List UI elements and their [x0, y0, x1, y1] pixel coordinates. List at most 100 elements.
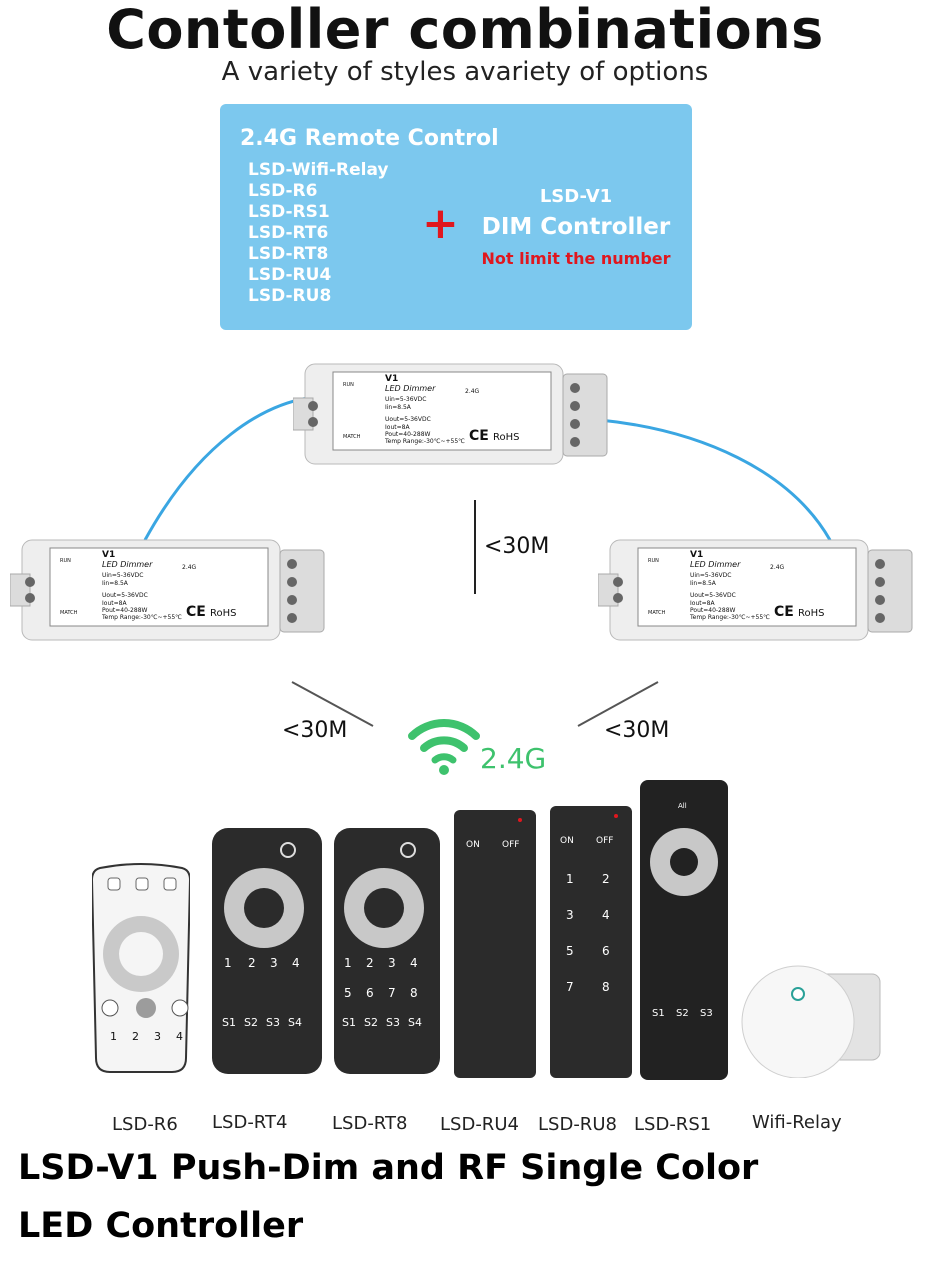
rt8-num-5[interactable]: 5: [344, 986, 352, 1000]
dimmer-controller-left: V1 LED Dimmer Uin=5-36VDC Iin=8.5A Uout=…: [9, 538, 332, 644]
link-line-right: [599, 418, 832, 541]
distance-label-right: <30M: [604, 718, 670, 743]
remote-model-list: LSD-Wifi-Relay LSD-R6 LSD-RS1 LSD-RT6 LS…: [248, 160, 389, 307]
ru4-on-button[interactable]: ON: [466, 840, 480, 850]
ru8-num-7[interactable]: 7: [566, 980, 574, 994]
remote-body: [640, 780, 728, 1080]
ru8-num-4[interactable]: 4: [602, 908, 610, 922]
rt8-num-3[interactable]: 3: [388, 956, 396, 970]
connection-diagram: [143, 396, 832, 727]
dimmer-pout: Pout=40-288W: [102, 607, 148, 614]
page-subtitle: A variety of styles avariety of options: [221, 57, 709, 87]
match-label: MATCH: [343, 434, 361, 440]
rt4-num-4[interactable]: 4: [292, 956, 300, 970]
rt4-scene-2[interactable]: S2: [244, 1016, 258, 1029]
distance-label-vertical: <30M: [484, 534, 550, 559]
rt8-num-6[interactable]: 6: [366, 986, 374, 1000]
rt8-num-4[interactable]: 4: [410, 956, 418, 970]
ru4-off-button[interactable]: OFF: [502, 840, 520, 850]
rs1-scene-3[interactable]: S3: [700, 1008, 713, 1019]
remote-body: [90, 863, 192, 1073]
r6-button-1[interactable]: 1: [110, 1030, 117, 1043]
match-label: MATCH: [60, 610, 78, 616]
remote-body: [454, 810, 536, 1078]
dimmer-iin: Iin=8.5A: [385, 404, 411, 411]
remote-lsd-ru4: ON OFF: [454, 810, 536, 1078]
ru8-num-8[interactable]: 8: [602, 980, 610, 994]
dimmer-controller-top: V1 LED Dimmer Uin=5-36VDC Iin=8.5A Uout=…: [292, 362, 615, 468]
dimmer-temp: Temp Range:-30℃~+55℃: [690, 614, 770, 621]
freq-mark: 2.4G: [182, 564, 197, 571]
ru8-num-6[interactable]: 6: [602, 944, 610, 958]
rt4-scene-1[interactable]: S1: [222, 1016, 236, 1029]
quantity-note: Not limit the number: [481, 249, 671, 268]
rt8-num-1[interactable]: 1: [344, 956, 352, 970]
remote-model: LSD-RU4: [248, 265, 332, 285]
distance-label-left: <30M: [282, 718, 348, 743]
remote-lsd-rt8: 1 2 3 4 5 6 7 8 S1 S2 S3 S4: [334, 828, 440, 1074]
dimmer-name: LED Dimmer: [690, 560, 741, 569]
remote-body: [334, 828, 440, 1074]
caption-lsd-rt4: LSD-RT4: [212, 1112, 288, 1133]
dimmer-pout: Pout=40-288W: [385, 431, 431, 438]
rt8-num-2[interactable]: 2: [366, 956, 374, 970]
caption-lsd-rs1: LSD-RS1: [634, 1114, 712, 1135]
rt8-num-8[interactable]: 8: [410, 986, 418, 1000]
freq-mark: 2.4G: [465, 388, 480, 395]
ru8-num-5[interactable]: 5: [566, 944, 574, 958]
caption-lsd-ru8: LSD-RU8: [538, 1114, 617, 1135]
freq-mark: 2.4G: [770, 564, 785, 571]
distance-line-left: [291, 681, 374, 727]
rt4-num-2[interactable]: 2: [248, 956, 256, 970]
rohs-mark: RoHS: [493, 432, 520, 443]
r6-button-3[interactable]: 3: [154, 1030, 161, 1043]
ru8-num-1[interactable]: 1: [566, 872, 574, 886]
wifi-icon: [408, 719, 480, 775]
dimmer-uin: Uin=5-36VDC: [102, 572, 144, 579]
dimmer-name: LED Dimmer: [102, 560, 153, 569]
wireless-label: 2.4G: [480, 742, 547, 775]
rt4-num-1[interactable]: 1: [224, 956, 232, 970]
rs1-scene-2[interactable]: S2: [676, 1008, 689, 1019]
rt8-num-7[interactable]: 7: [388, 986, 396, 1000]
remote-model: LSD-RT6: [248, 223, 329, 243]
dimmer-body: [292, 363, 608, 465]
remote-model: LSD-RU8: [248, 286, 332, 306]
rt8-scene-1[interactable]: S1: [342, 1016, 356, 1029]
dimmer-pout: Pout=40-288W: [690, 607, 736, 614]
rs1-scene-1[interactable]: S1: [652, 1008, 665, 1019]
rt4-scene-3[interactable]: S3: [266, 1016, 280, 1029]
dimmer-controller-right: V1 LED Dimmer Uin=5-36VDC Iin=8.5A Uout=…: [597, 538, 920, 644]
dimmer-temp: Temp Range:-30℃~+55℃: [102, 614, 182, 621]
dimmer-body: [9, 539, 325, 641]
rt4-num-3[interactable]: 3: [270, 956, 278, 970]
ce-mark: CE: [774, 604, 794, 620]
combination-box: 2.4G Remote Control LSD-Wifi-Relay LSD-R…: [220, 104, 692, 330]
remote-model: LSD-RS1: [248, 202, 330, 222]
caption-lsd-ru4: LSD-RU4: [440, 1114, 519, 1135]
r6-button-2[interactable]: 2: [132, 1030, 139, 1043]
ce-mark: CE: [186, 604, 206, 620]
remote-model: LSD-R6: [248, 181, 318, 201]
ce-mark: CE: [469, 428, 489, 444]
dimmer-temp: Temp Range:-30℃~+55℃: [385, 438, 465, 445]
rs1-all-label[interactable]: All: [678, 802, 687, 810]
rt8-scene-2[interactable]: S2: [364, 1016, 378, 1029]
ru8-on-button[interactable]: ON: [560, 836, 574, 846]
rt8-scene-3[interactable]: S3: [386, 1016, 400, 1029]
ru8-num-3[interactable]: 3: [566, 908, 574, 922]
controller-model: LSD-V1: [539, 186, 613, 207]
rt4-scene-4[interactable]: S4: [288, 1016, 302, 1029]
r6-button-4[interactable]: 4: [176, 1030, 183, 1043]
wifi-relay-body: [741, 965, 881, 1079]
remote-lsd-rs1: All S1 S2 S3: [640, 780, 728, 1080]
ru8-num-2[interactable]: 2: [602, 872, 610, 886]
distance-line-right: [577, 681, 659, 727]
dimmer-uin: Uin=5-36VDC: [690, 572, 732, 579]
dimmer-uin: Uin=5-36VDC: [385, 396, 427, 403]
rt8-scene-4[interactable]: S4: [408, 1016, 422, 1029]
match-label: MATCH: [648, 610, 666, 616]
ru8-off-button[interactable]: OFF: [596, 836, 614, 846]
caption-lsd-rt8: LSD-RT8: [332, 1113, 408, 1134]
caption-lsd-r6: LSD-R6: [112, 1114, 178, 1135]
